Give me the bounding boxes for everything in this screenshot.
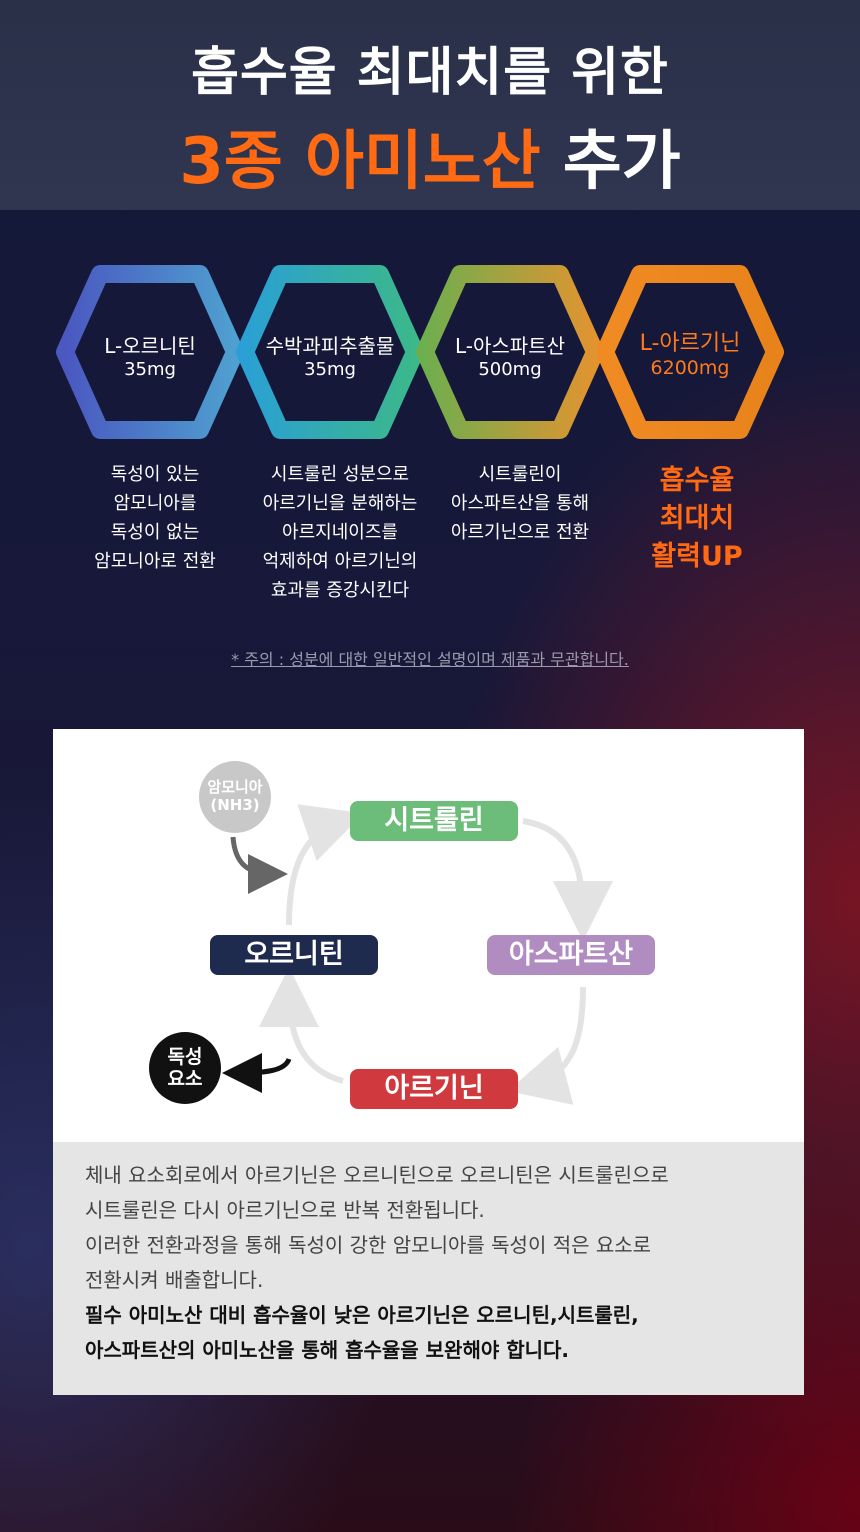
urea-circle: 독성 요소	[149, 1032, 221, 1104]
headline-accent: 3종 아미노산	[179, 125, 541, 199]
ammonia-circle: 암모니아 (NH3)	[199, 761, 271, 833]
ingredient-dose: 35mg	[124, 359, 176, 380]
description-line: 시트룰린이	[478, 464, 562, 485]
arrow-aspartate-to-arginine	[507, 986, 586, 1105]
cycle-arrows	[222, 804, 613, 1105]
description-line: 암모니아로 전환	[94, 551, 216, 572]
description-line: 아르기닌으로 전환	[450, 522, 590, 543]
explanation-line: 체내 요소회로에서 아르기닌은 오르니틴으로 오르니틴은 시트룰린으로	[85, 1163, 669, 1187]
description-line: 흡수율	[659, 465, 735, 496]
description-aspartate: 시트룰린이 아스파트산을 통해 아르기닌으로 전환	[435, 460, 605, 547]
urea-label-2: 요소	[167, 1068, 203, 1090]
description-line: 활력UP	[651, 541, 743, 572]
explanation-line: 전환시켜 배출합니다.	[85, 1268, 264, 1292]
description-line: 아스파트산을 통해	[450, 493, 590, 514]
explanation-box: 체내 요소회로에서 아르기닌은 오르니틴으로 오르니틴은 시트룰린으로 시트룰린…	[53, 1142, 804, 1395]
description-line: 암모니아를	[113, 493, 197, 514]
arrow-citrulline-to-aspartate	[522, 818, 613, 941]
arrow-ornithine-to-citrulline	[286, 804, 364, 926]
arrow-arginine-to-ornithine	[259, 967, 344, 1084]
description-line: 아르기닌을 분해하는	[262, 493, 418, 514]
urea-cycle-panel: 암모니아 (NH3) 시트룰린 아스파트산 아르기닌 오르니틴 독성 요소 체내…	[53, 729, 804, 1395]
aspartate-pill: 아스파트산	[487, 935, 655, 975]
ingredient-name: L-아스파트산	[454, 334, 565, 358]
urea-label-1: 독성	[167, 1046, 203, 1068]
hexagon-chain: L-오르니틴 35mg 수박과피추출물 35mg L-아스파트산 500mg L…	[50, 262, 810, 452]
hexagon-3	[416, 265, 604, 439]
explanation-bold-line: 아스파트산의 아미노산을 통해 흡수율을 보완해야 합니다.	[85, 1338, 570, 1362]
description-line: 효과를 증강시킨다	[270, 580, 410, 601]
arginine-pill: 아르기닌	[350, 1069, 518, 1109]
arrow-ammonia-input	[230, 836, 288, 894]
ingredient-name: L-오르니틴	[104, 334, 196, 358]
description-ornithine: 독성이 있는 암모니아를 독성이 없는 암모니아로 전환	[70, 460, 240, 576]
hexagon-1	[56, 265, 244, 439]
description-line: 시트룰린 성분으로	[270, 464, 410, 485]
hexagon-4	[596, 265, 784, 439]
explanation-line: 시트룰린은 다시 아르기닌으로 반복 전환됩니다.	[85, 1198, 485, 1222]
ammonia-formula: (NH3)	[210, 796, 260, 814]
headline-line2: 3종 아미노산 추가	[0, 110, 860, 202]
ingredient-dose: 6200mg	[650, 357, 730, 379]
hexagon-2	[236, 265, 424, 439]
headline-rest: 추가	[562, 125, 681, 199]
description-line: 독성이 있는	[110, 464, 200, 485]
explanation-bold-line: 필수 아미노산 대비 흡수율이 낮은 아르기닌은 오르니틴,시트룰린,	[85, 1303, 639, 1327]
ingredient-dose: 500mg	[478, 359, 542, 380]
explanation-line: 이러한 전환과정을 통해 독성이 강한 암모니아를 독성이 적은 요소로	[85, 1233, 652, 1257]
description-line: 독성이 없는	[110, 522, 200, 543]
headline-line1: 흡수율 최대치를 위한	[191, 43, 669, 103]
arrow-urea-output	[222, 1052, 292, 1093]
description-line: 최대치	[659, 503, 735, 534]
description-line: 아르지네이즈를	[282, 522, 398, 543]
citrulline-pill: 시트룰린	[350, 801, 518, 841]
ammonia-label: 암모니아	[207, 778, 263, 796]
ingredient-dose: 35mg	[304, 359, 356, 380]
description-watermelon: 시트룰린 성분으로 아르기닌을 분해하는 아르지네이즈를 억제하여 아르기닌의 …	[245, 460, 435, 605]
hex-label-watermelon: 수박과피추출물 35mg	[245, 334, 415, 382]
ornithine-pill: 오르니틴	[210, 935, 378, 975]
ingredient-name: L-아르기닌	[639, 331, 741, 356]
header: 흡수율 최대치를 위한 3종 아미노산 추가	[0, 0, 860, 210]
hex-label-ornithine: L-오르니틴 35mg	[65, 334, 235, 382]
description-line: 억제하여 아르기닌의	[262, 551, 418, 572]
hex-label-arginine: L-아르기닌 6200mg	[605, 332, 775, 380]
hex-label-aspartate: L-아스파트산 500mg	[425, 334, 595, 382]
description-arginine: 흡수율 최대치 활력UP	[612, 462, 782, 576]
hexagon-chain-graphic	[56, 265, 784, 439]
disclaimer-note: * 주의 : 성분에 대한 일반적인 설명이며 제품과 무관합니다.	[231, 650, 629, 669]
ingredient-name: 수박과피추출물	[265, 334, 395, 358]
